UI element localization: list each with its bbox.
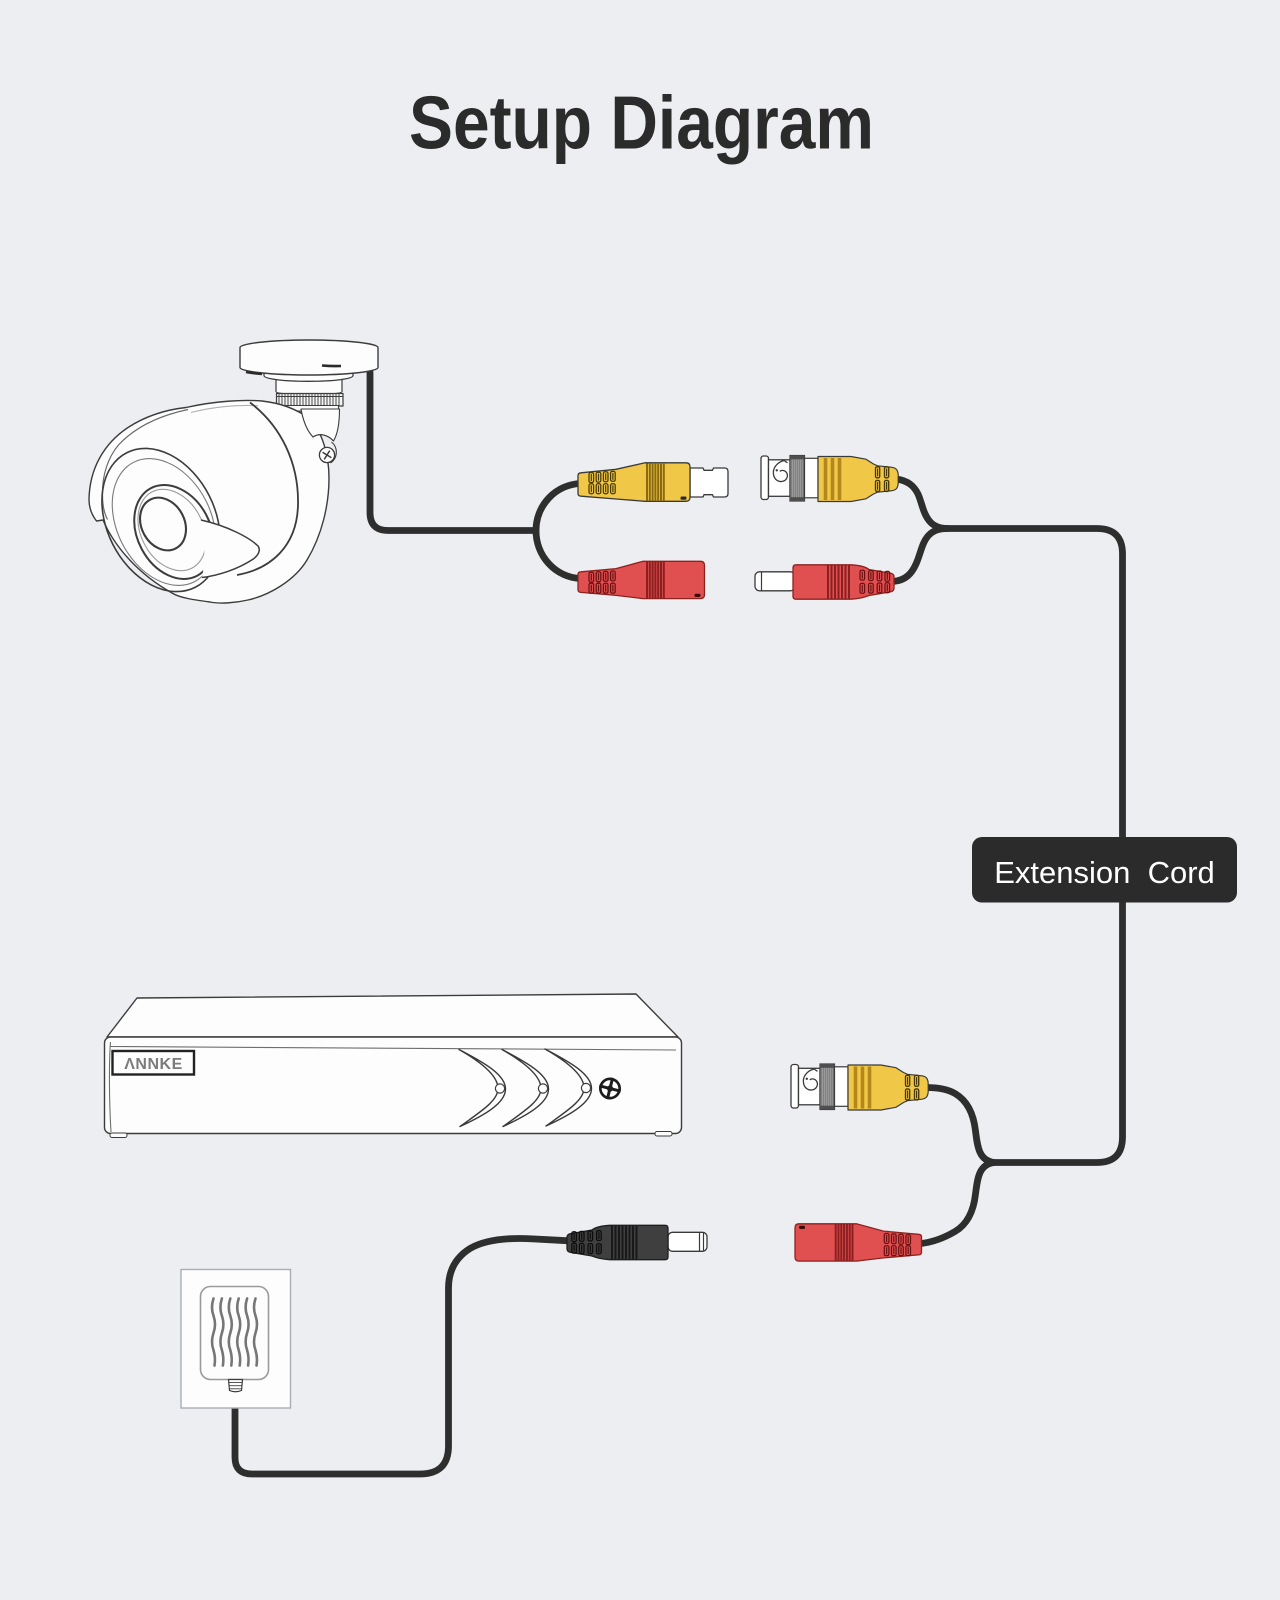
svg-text:Extension Cord: Extension Cord	[994, 855, 1215, 890]
svg-text:ΛNNKE: ΛNNKE	[124, 1056, 183, 1073]
svg-text:Setup Diagram: Setup Diagram	[409, 81, 874, 165]
